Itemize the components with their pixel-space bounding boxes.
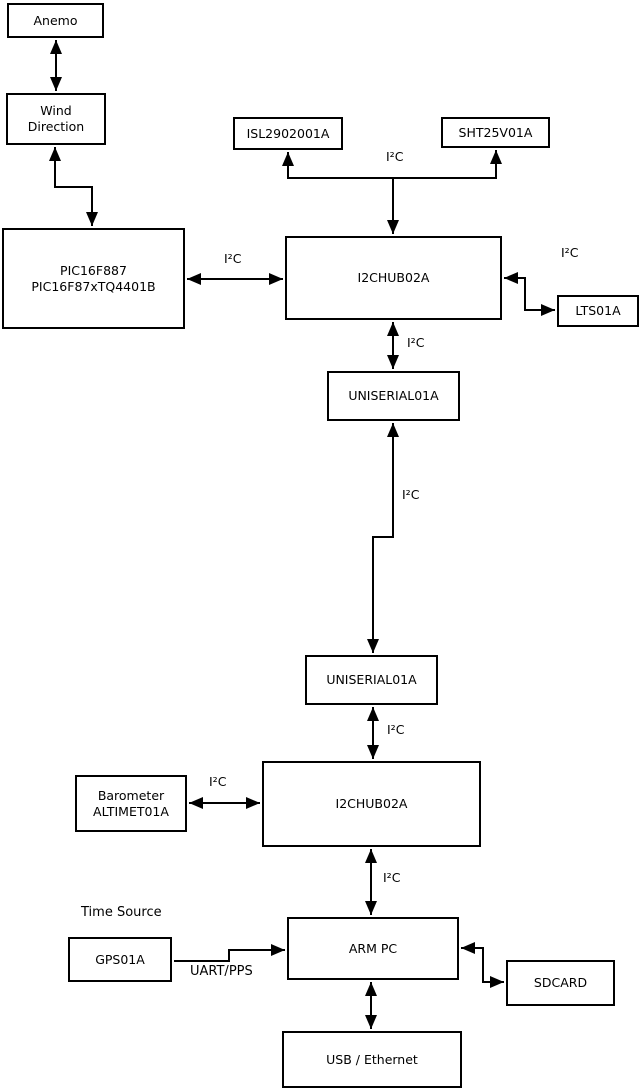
node-sht25v01a: SHT25V01A — [441, 117, 550, 148]
edge-armpc-sdcard — [461, 942, 504, 988]
node-isl2902001a: ISL2902001A — [233, 117, 343, 150]
edge-gps-armpc — [174, 944, 285, 962]
edge-label-i2c-hub-uniserial: I²C — [407, 335, 425, 350]
node-i2chub-bottom: I2CHUB02A — [262, 761, 481, 847]
node-i2chub-top: I2CHUB02A — [285, 236, 502, 320]
edge-i2chub-top-lts — [504, 272, 555, 316]
edge-label-i2c-sensor-branch: I²C — [386, 149, 404, 164]
edge-label-uart-pps: UART/PPS — [190, 964, 253, 979]
node-pic-label-line2: PIC16F87xTQ4401B — [31, 278, 156, 294]
node-wind-direction-label-line2: Direction — [27, 119, 85, 134]
node-barometer-label-line1: Barometer — [97, 787, 165, 803]
node-uniserial-bottom-label: UNISERIAL01A — [326, 672, 417, 687]
edge-label-i2c-lts: I²C — [561, 245, 579, 260]
node-arm-pc-label: ARM PC — [348, 940, 398, 956]
node-uniserial-bottom: UNISERIAL01A — [305, 655, 438, 705]
edge-label-time-source: Time Source — [81, 905, 162, 920]
node-anemo-label: Anemo — [33, 12, 78, 28]
node-anemo: Anemo — [7, 3, 104, 38]
node-lts01a-label: LTS01A — [575, 303, 621, 318]
node-gps01a-label: GPS01A — [95, 951, 145, 967]
node-isl2902001a-label: ISL2902001A — [246, 125, 330, 141]
node-sht25v01a-label: SHT25V01A — [458, 124, 533, 140]
node-wind-direction-label-line1: Wind — [40, 103, 72, 118]
edge-label-i2c-uniserial-hub2: I²C — [387, 722, 405, 737]
edge-label-i2c-barometer: I²C — [209, 774, 227, 789]
node-uniserial-top: UNISERIAL01A — [327, 371, 460, 421]
node-pic: PIC16F887 PIC16F87xTQ4401B — [2, 228, 185, 329]
node-gps01a: GPS01A — [68, 937, 172, 982]
node-pic-label-line1: PIC16F887 — [60, 262, 127, 278]
edge-label-i2c-uniserial-link: I²C — [402, 487, 420, 502]
node-barometer: Barometer ALTIMET01A — [75, 775, 187, 832]
node-sdcard: SDCARD — [506, 960, 615, 1006]
edge-label-i2c-pic-hub: I²C — [224, 251, 242, 266]
node-usb-ethernet: USB / Ethernet — [282, 1031, 462, 1088]
node-barometer-label-line2: ALTIMET01A — [93, 803, 169, 819]
node-i2chub-top-label: I2CHUB02A — [357, 270, 430, 285]
node-wind-direction: Wind Direction — [6, 93, 106, 145]
node-uniserial-top-label: UNISERIAL01A — [348, 388, 439, 403]
node-arm-pc: ARM PC — [287, 917, 459, 980]
edge-label-i2c-hub2-armpc: I²C — [383, 870, 401, 885]
node-i2chub-bottom-label: I2CHUB02A — [335, 796, 408, 811]
node-lts01a: LTS01A — [557, 295, 639, 327]
node-sdcard-label: SDCARD — [533, 975, 588, 990]
node-usb-ethernet-label: USB / Ethernet — [326, 1051, 418, 1067]
edge-wind-pic — [49, 147, 98, 226]
edge-uniserial-top-uniserial-bottom — [367, 423, 399, 653]
